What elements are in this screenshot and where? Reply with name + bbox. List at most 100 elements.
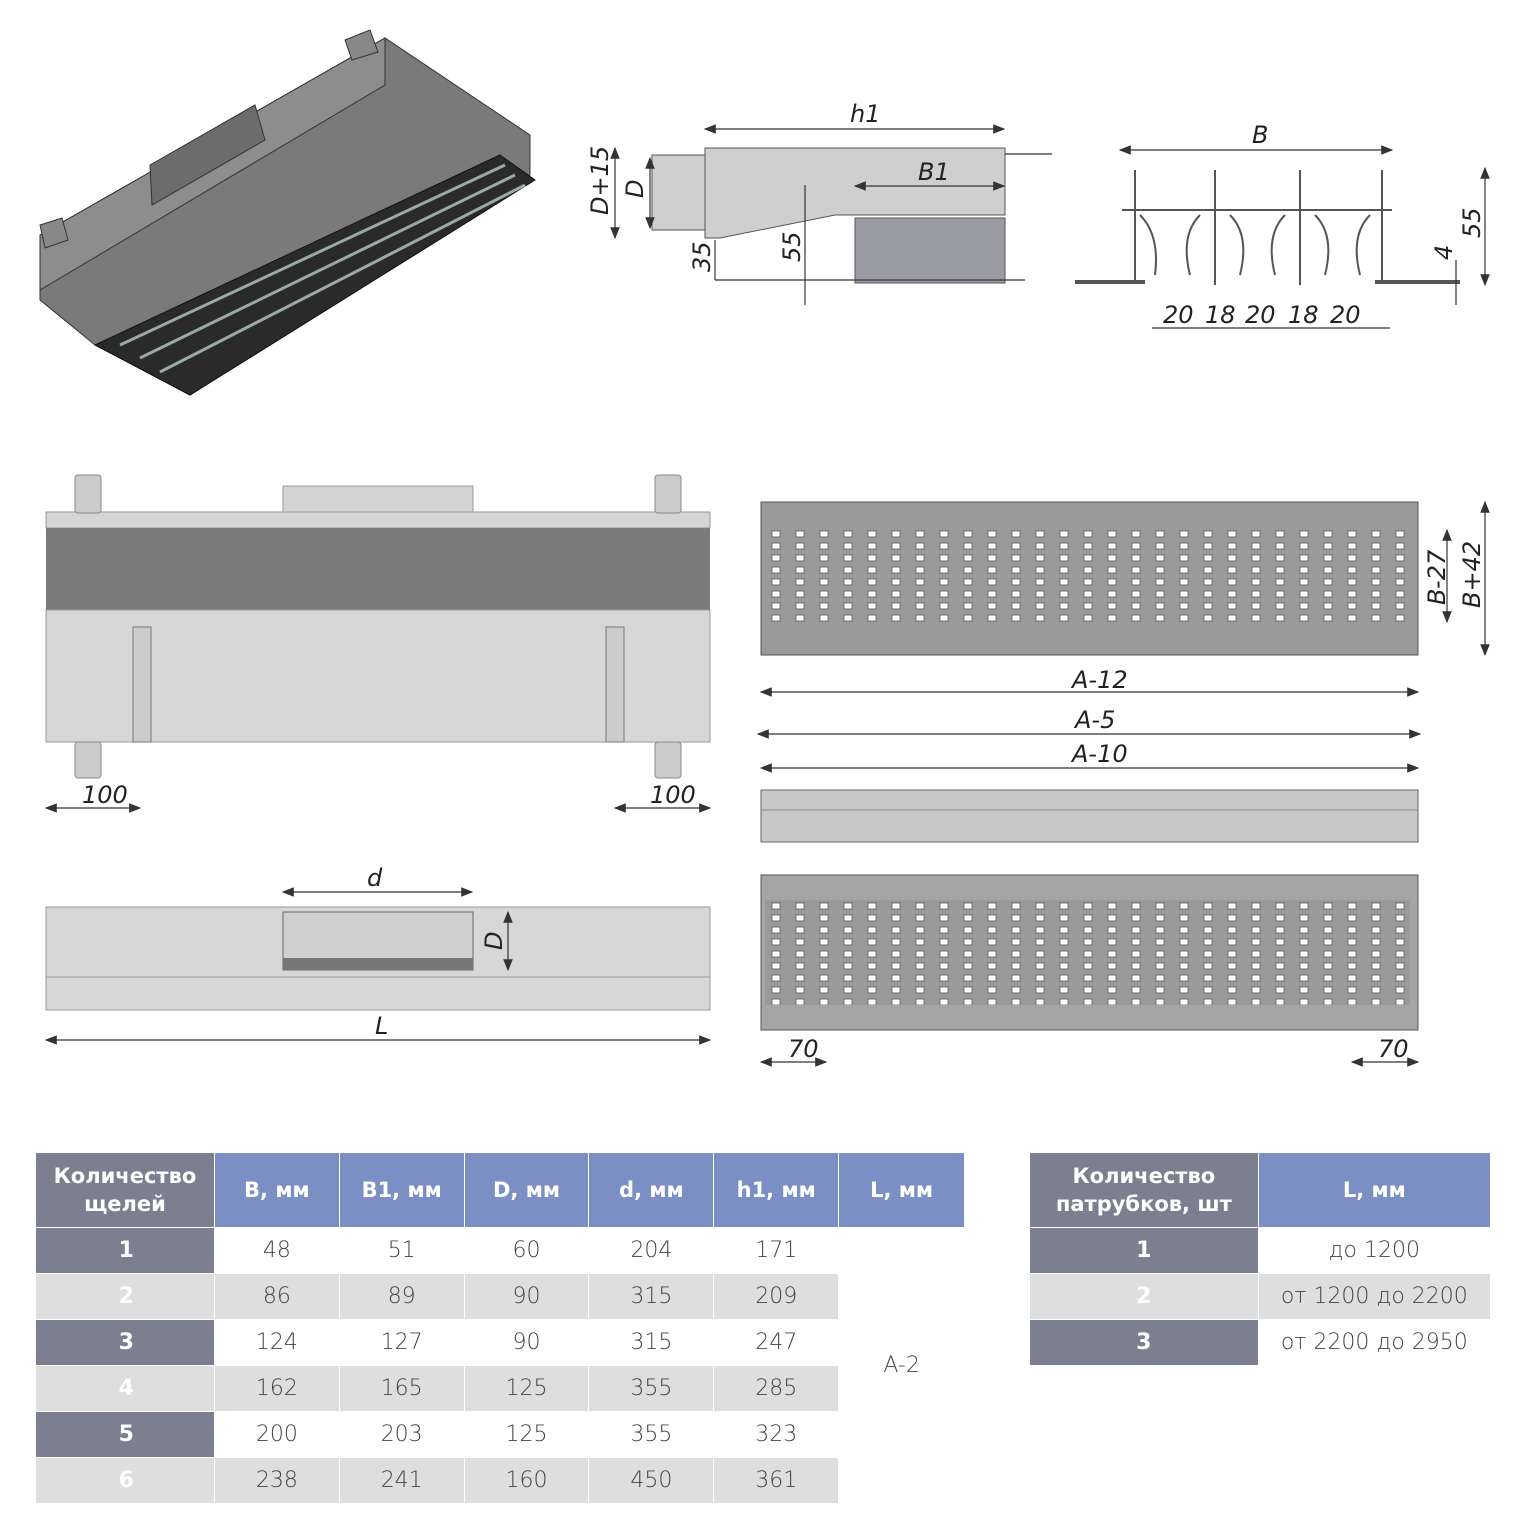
dim-l: L bbox=[375, 1012, 388, 1040]
table-row: 6 238 241 160 450 361 bbox=[35, 1457, 965, 1504]
dim-b: B bbox=[1252, 121, 1268, 149]
header-l: L, мм bbox=[838, 1152, 965, 1228]
cell: 203 bbox=[338, 1411, 465, 1458]
cell: 209 bbox=[713, 1273, 840, 1320]
header-l: L, мм bbox=[1257, 1152, 1492, 1228]
dim-35: 35 bbox=[688, 241, 716, 272]
dim-d-plus-15: D+15 bbox=[586, 146, 614, 215]
cell: 90 bbox=[463, 1273, 590, 1320]
grille-top-view: B-27 B+42 A-12 bbox=[759, 500, 1490, 697]
dim-b-minus-27: B-27 bbox=[1423, 549, 1451, 605]
cell: 60 bbox=[463, 1227, 590, 1274]
table-row: 3 от 2200 до 2950 bbox=[1029, 1319, 1492, 1366]
nozzles-table: Количество патрубков, шт L, мм 1 до 1200… bbox=[1029, 1152, 1492, 1366]
cell: 355 bbox=[588, 1365, 715, 1412]
header-b1: B1, мм bbox=[338, 1152, 465, 1228]
cell: 285 bbox=[713, 1365, 840, 1412]
cell: 6 bbox=[35, 1457, 215, 1504]
table-header-row: Количество патрубков, шт L, мм bbox=[1029, 1152, 1492, 1228]
table-row: 1 48 51 60 204 171 A-2 bbox=[35, 1227, 965, 1504]
cell: 171 bbox=[713, 1227, 840, 1274]
cell: от 2200 до 2950 bbox=[1257, 1319, 1492, 1366]
cell: 160 bbox=[463, 1457, 590, 1504]
cell: 1 bbox=[35, 1227, 215, 1274]
cell: 315 bbox=[588, 1273, 715, 1320]
cell: 162 bbox=[213, 1365, 340, 1412]
dim-pitch-4: 18 bbox=[1288, 301, 1319, 329]
isometric-view bbox=[39, 29, 536, 396]
technical-drawings: h1 B1 D+15 D 35 55 B 55 4 20 18 20 18 20 bbox=[39, 29, 1490, 1067]
grille-bottom-view: 70 70 bbox=[759, 874, 1420, 1067]
header-d-small: d, мм bbox=[588, 1152, 715, 1228]
cell: 200 bbox=[213, 1411, 340, 1458]
cell: 247 bbox=[713, 1319, 840, 1366]
dim-pitch-1: 20 bbox=[1163, 301, 1194, 329]
cross-section-view: B 55 4 20 18 20 18 20 bbox=[1075, 121, 1490, 329]
table-row: 2 86 89 90 315 209 bbox=[35, 1273, 965, 1320]
dim-a-minus-12: A-12 bbox=[1070, 666, 1128, 694]
cell: от 1200 до 2200 bbox=[1257, 1273, 1492, 1320]
dim-h1: h1 bbox=[850, 100, 880, 128]
dim-100-right: 100 bbox=[650, 781, 696, 809]
table-row: 4 162 165 125 355 285 bbox=[35, 1365, 965, 1412]
cell: 2 bbox=[35, 1273, 215, 1320]
dim-70-left: 70 bbox=[788, 1035, 819, 1063]
cell: 315 bbox=[588, 1319, 715, 1366]
header-b: B, мм bbox=[213, 1152, 340, 1228]
cell: 361 bbox=[713, 1457, 840, 1504]
cell: 323 bbox=[713, 1411, 840, 1458]
dim-70-right: 70 bbox=[1378, 1035, 1409, 1063]
dim-a-minus-10: A-10 bbox=[1070, 740, 1128, 768]
table-row: 3 124 127 90 315 247 bbox=[35, 1319, 965, 1366]
header-nozzles: Количество патрубков, шт bbox=[1029, 1152, 1259, 1228]
cell: 450 bbox=[588, 1457, 715, 1504]
dim-d: D bbox=[621, 180, 649, 198]
cell: 3 bbox=[1029, 1319, 1259, 1366]
l-value-cell: A-2 bbox=[838, 1227, 965, 1504]
cell: 3 bbox=[35, 1319, 215, 1366]
table-row: 5 200 203 125 355 323 bbox=[35, 1411, 965, 1458]
cell: 238 bbox=[213, 1457, 340, 1504]
dim-d-small: d bbox=[367, 864, 383, 892]
dim-100-left: 100 bbox=[82, 781, 128, 809]
cell: 51 bbox=[338, 1227, 465, 1274]
header-slots: Количество щелей bbox=[35, 1152, 215, 1228]
front-view: 100 100 bbox=[44, 474, 712, 813]
cell: 5 bbox=[35, 1411, 215, 1458]
side-section-view: h1 B1 D+15 D 35 55 bbox=[586, 100, 1052, 305]
dim-b-plus-42: B+42 bbox=[1458, 541, 1486, 608]
dim-pitch-2: 18 bbox=[1205, 301, 1236, 329]
cell: 241 bbox=[338, 1457, 465, 1504]
dimensions-table: Количество щелей B, мм B1, мм D, мм d, м… bbox=[35, 1152, 965, 1504]
dim-55-side: 55 bbox=[778, 231, 806, 262]
cell: до 1200 bbox=[1257, 1227, 1492, 1274]
header-d-big: D, мм bbox=[463, 1152, 590, 1228]
header-h1: h1, мм bbox=[713, 1152, 840, 1228]
cell: 125 bbox=[463, 1411, 590, 1458]
cell: 48 bbox=[213, 1227, 340, 1274]
dim-d-top: D bbox=[480, 932, 508, 950]
cell: 204 bbox=[588, 1227, 715, 1274]
cell: 127 bbox=[338, 1319, 465, 1366]
cell: 1 bbox=[1029, 1227, 1259, 1274]
cell: 89 bbox=[338, 1273, 465, 1320]
cell: 355 bbox=[588, 1411, 715, 1458]
top-view: d D L bbox=[44, 864, 712, 1045]
dim-pitch-5: 20 bbox=[1330, 301, 1361, 329]
dim-a-minus-5: A-5 bbox=[1073, 706, 1115, 734]
cell: 90 bbox=[463, 1319, 590, 1366]
cell: 4 bbox=[35, 1365, 215, 1412]
table-header-row: Количество щелей B, мм B1, мм D, мм d, м… bbox=[35, 1152, 965, 1228]
table-row: 2 от 1200 до 2200 bbox=[1029, 1273, 1492, 1320]
dim-4: 4 bbox=[1430, 245, 1458, 260]
dim-pitch-3: 20 bbox=[1245, 301, 1276, 329]
cell: 125 bbox=[463, 1365, 590, 1412]
cell: 124 bbox=[213, 1319, 340, 1366]
table-row: 1 до 1200 bbox=[1029, 1227, 1492, 1274]
cell: 86 bbox=[213, 1273, 340, 1320]
cell: 2 bbox=[1029, 1273, 1259, 1320]
dim-55-cross: 55 bbox=[1458, 207, 1486, 238]
grille-strip-view: A-5 A-10 bbox=[756, 706, 1422, 843]
cell: 165 bbox=[338, 1365, 465, 1412]
dim-b1: B1 bbox=[918, 158, 950, 186]
